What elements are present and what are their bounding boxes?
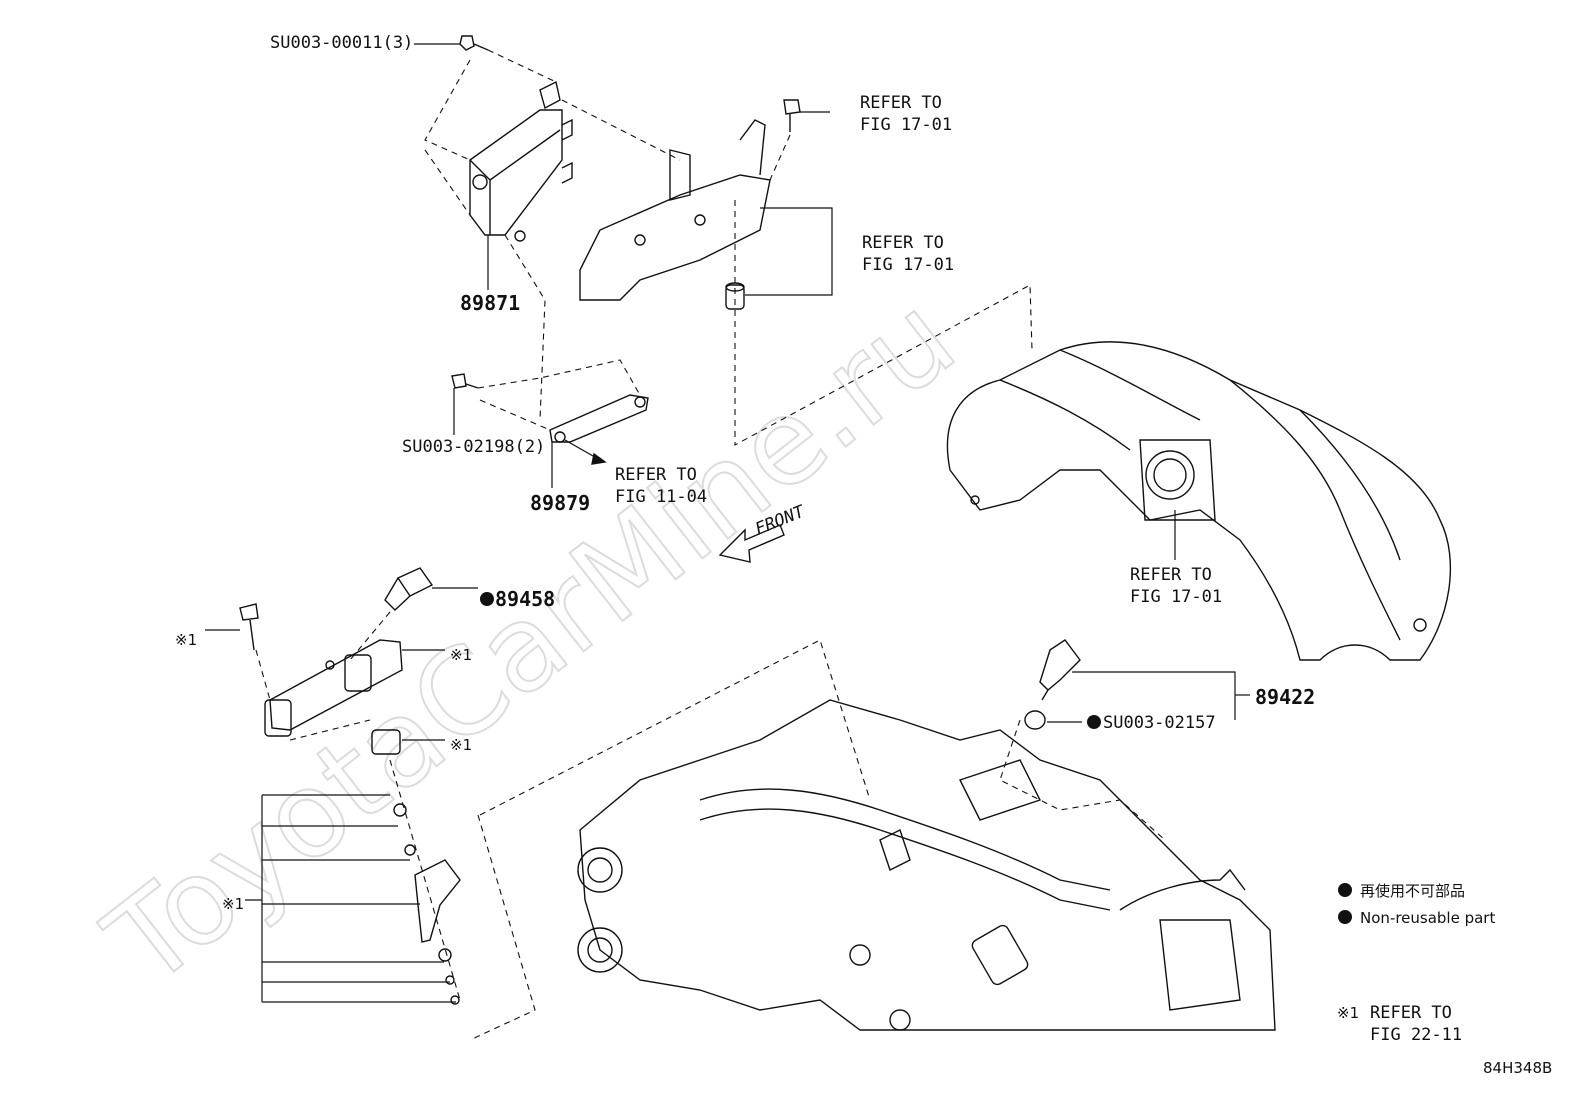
intake-manifold[interactable]: [946, 341, 1452, 661]
small-bracket[interactable]: [549, 394, 649, 443]
ref2-line1: REFER TO: [862, 233, 944, 253]
gasket-su003-02157[interactable]: [1024, 710, 1046, 730]
ref4-line2: FIG 17-01: [1130, 587, 1222, 607]
figure-code: 84H348B: [1483, 1059, 1552, 1077]
ref4-line1: REFER TO: [1130, 565, 1212, 585]
note-mark-injector: ※1: [222, 895, 244, 913]
label-89879: 89879: [530, 491, 590, 515]
note-mark-rail: ※1: [450, 646, 472, 664]
ref3-line1: REFER TO: [615, 465, 697, 485]
note-mark-holder: ※1: [450, 736, 472, 754]
ref3-line2: FIG 11-04: [615, 487, 707, 507]
label-89871: 89871: [460, 291, 520, 315]
bracket-bolt-top[interactable]: [783, 99, 801, 132]
temp-sensor-89422[interactable]: [1039, 639, 1081, 701]
footnote-line2: FIG 22-11: [1370, 1025, 1462, 1045]
injector-holder[interactable]: [371, 729, 401, 755]
label-89422: 89422: [1255, 685, 1315, 709]
engine-block: [577, 699, 1276, 1031]
sensor-89458[interactable]: [384, 567, 434, 611]
label-su003-00011: SU003-00011(3): [270, 33, 413, 53]
grommet[interactable]: [725, 282, 745, 310]
footnote-line1: REFER TO: [1370, 1003, 1452, 1023]
legend-dot-1: [1338, 883, 1352, 897]
fuel-rail[interactable]: [264, 639, 403, 737]
injector[interactable]: [393, 803, 461, 1005]
ecu-bolt[interactable]: [459, 35, 489, 51]
footnote: ※1 REFER TO FIG 22-11: [1337, 1003, 1462, 1045]
label-su003-02157: SU003-02157: [1103, 713, 1216, 733]
ecu-part[interactable]: [469, 80, 573, 242]
legend-dot-2: [1338, 910, 1352, 924]
non-reusable-dot-gasket: [1087, 715, 1101, 729]
mounting-bracket[interactable]: [579, 119, 771, 301]
label-89458: 89458: [495, 587, 555, 611]
ref1-line1: REFER TO: [860, 93, 942, 113]
ref2-line2: FIG 17-01: [862, 255, 954, 275]
non-reusable-dot-89458: [480, 592, 494, 606]
legend-jp: 再使用不可部品: [1360, 882, 1465, 900]
legend-en: Non-reusable part: [1360, 909, 1495, 927]
label-su003-02198: SU003-02198(2): [402, 437, 545, 457]
fuel-rail-bolt[interactable]: [239, 603, 259, 651]
ref1-line2: FIG 17-01: [860, 115, 952, 135]
footnote-mark: ※1: [1337, 1004, 1359, 1022]
watermark: ToyotaCarMine.ru: [81, 269, 979, 1013]
small-bracket-bolt[interactable]: [451, 373, 479, 389]
note-mark-bolt: ※1: [175, 631, 197, 649]
legend: 再使用不可部品 Non-reusable part: [1338, 882, 1495, 927]
